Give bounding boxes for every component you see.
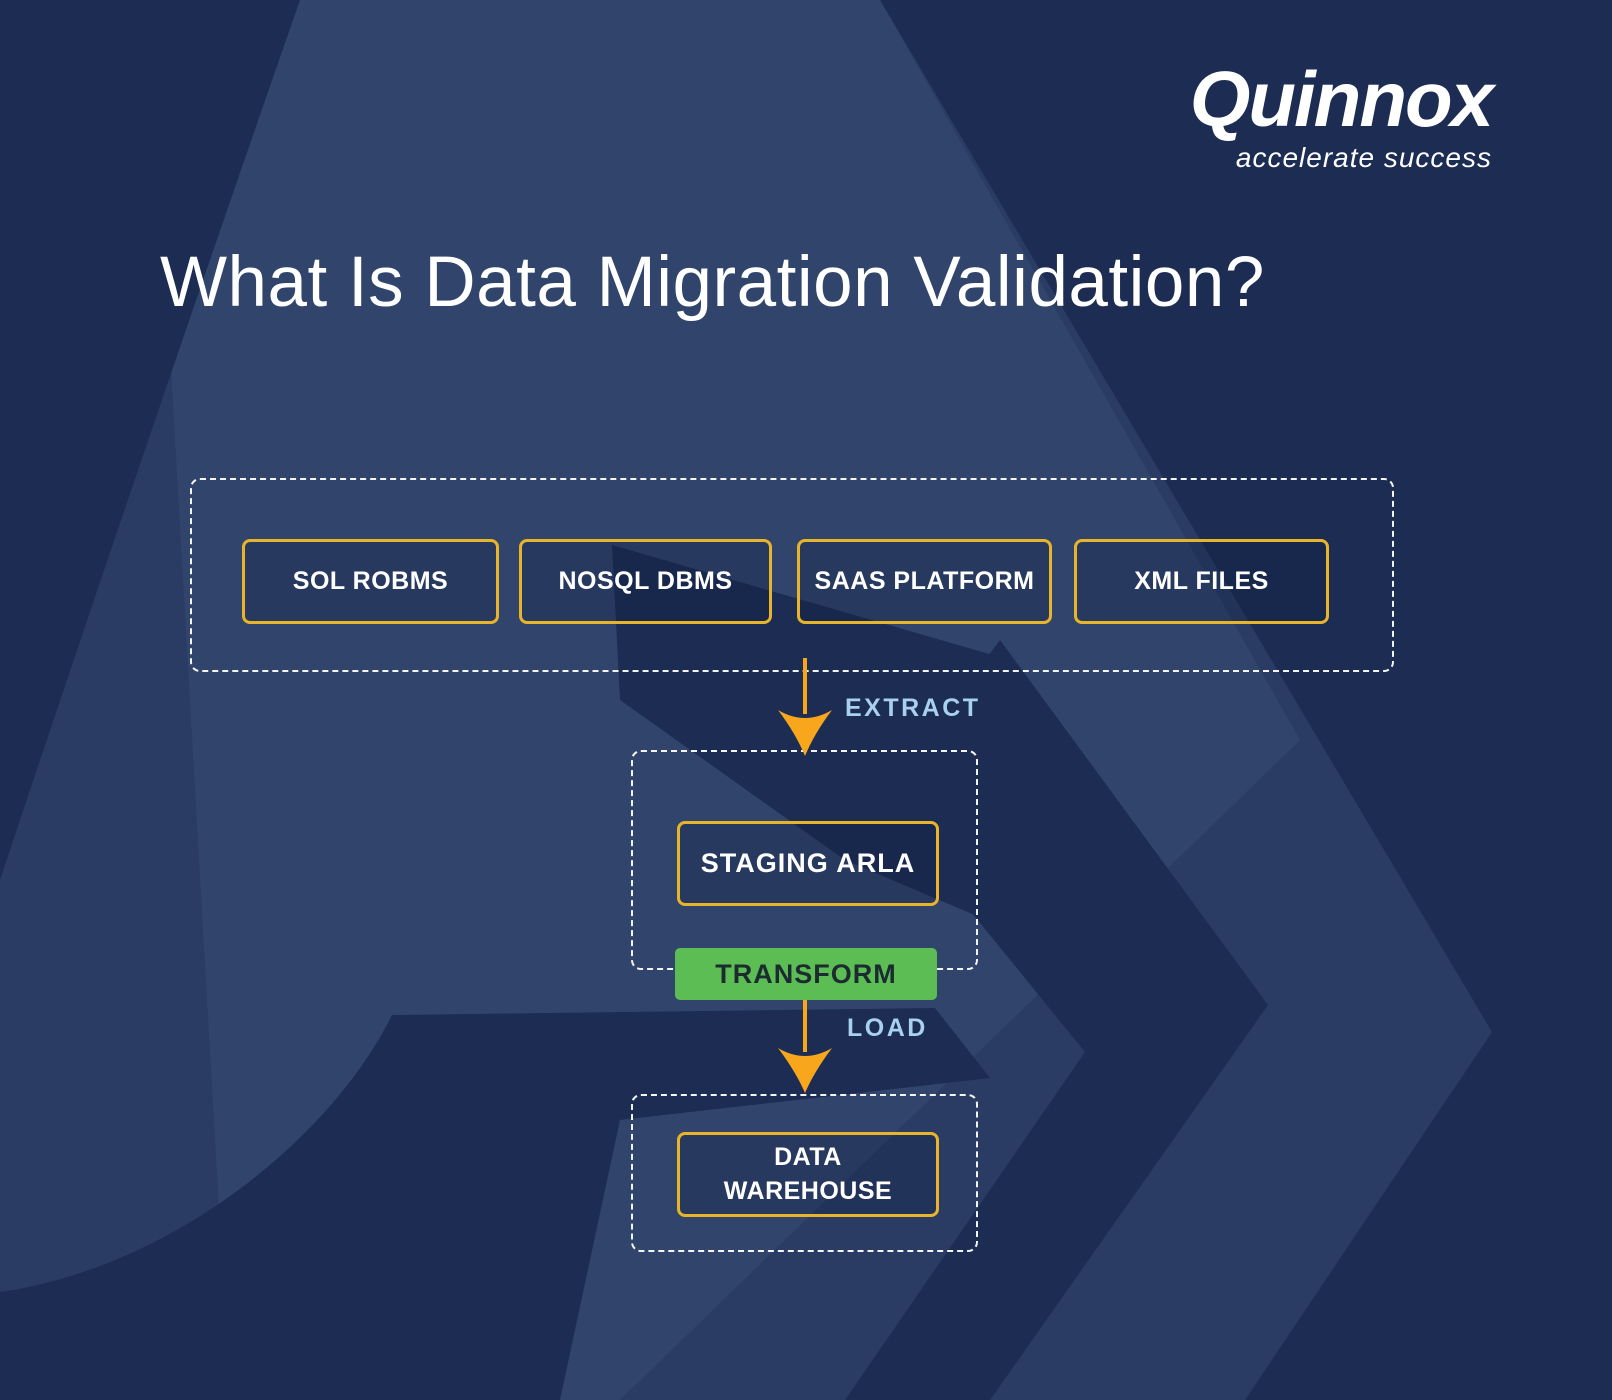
transform-box: TRANSFORM — [675, 948, 937, 1000]
source-box-label: XML FILES — [1134, 567, 1269, 595]
staging-area-label: STAGING ARLA — [700, 848, 916, 878]
brand-logo: Quinnox accelerate success — [1189, 55, 1494, 173]
source-box-sol-robms: SOL ROBMS — [242, 539, 499, 624]
page-title: What Is Data Migration Validation? — [160, 243, 1265, 322]
staging-container: STAGING ARLA — [631, 750, 978, 970]
sources-container: SOL ROBMS NOSQL DBMS SAAS PLATFORM XML F… — [190, 478, 1394, 672]
source-box-label: NOSQL DBMS — [558, 567, 733, 595]
warehouse-container: DATA WAREHOUSE — [631, 1094, 978, 1252]
source-box-label: SAAS PLATFORM — [814, 567, 1035, 595]
extract-arrow-icon — [778, 658, 832, 756]
brand-name: Quinnox — [1189, 55, 1494, 143]
extract-label: EXTRACT — [845, 694, 981, 722]
brand-tagline: accelerate success — [1235, 142, 1492, 173]
load-label: LOAD — [847, 1014, 928, 1042]
data-warehouse-label: DATA WAREHOUSE — [723, 1142, 893, 1205]
staging-area-box: STAGING ARLA — [677, 821, 939, 906]
source-box-saas-platform: SAAS PLATFORM — [797, 539, 1052, 624]
source-box-label: SOL ROBMS — [292, 567, 449, 595]
transform-label: TRANSFORM — [715, 958, 897, 989]
load-arrow-icon — [778, 998, 832, 1093]
source-box-nosql-dbms: NOSQL DBMS — [519, 539, 772, 624]
source-box-xml-files: XML FILES — [1074, 539, 1329, 624]
data-warehouse-box: DATA WAREHOUSE — [677, 1132, 939, 1217]
